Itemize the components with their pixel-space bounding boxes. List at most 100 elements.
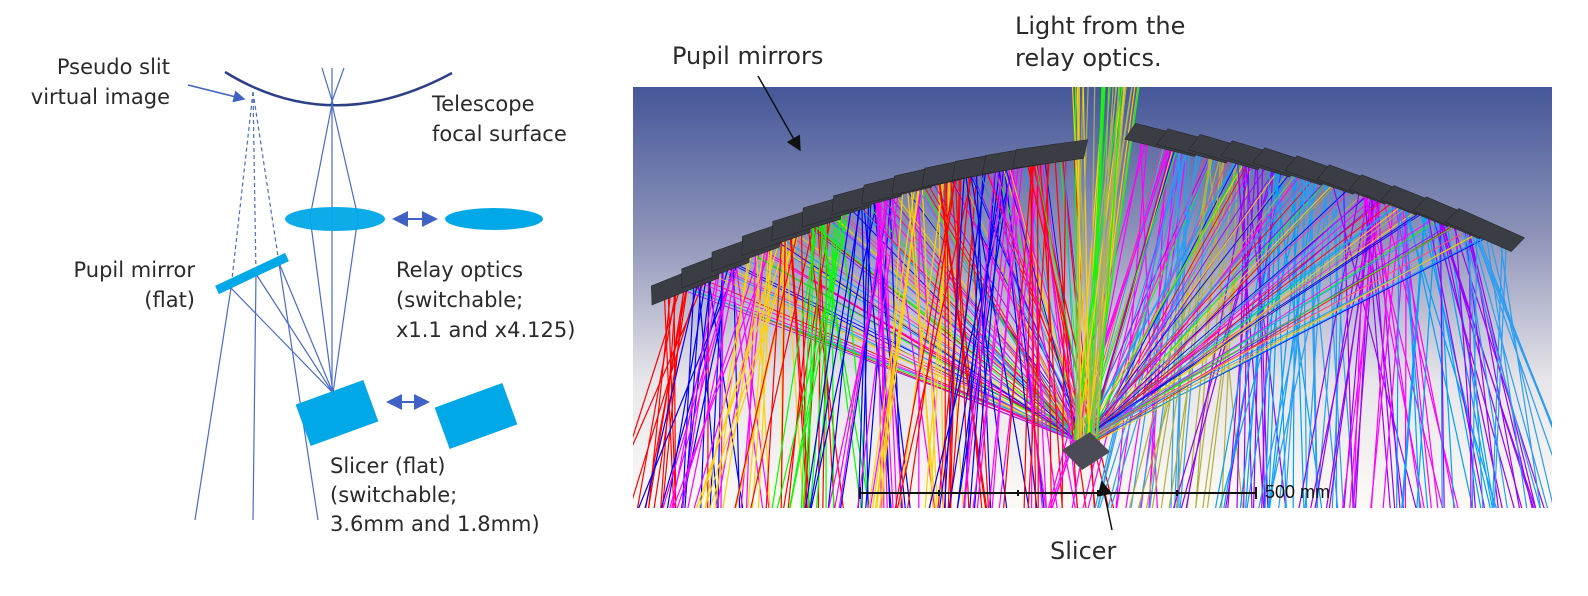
ray bbox=[662, 249, 740, 508]
ray bbox=[747, 234, 771, 508]
ray bbox=[1077, 174, 1332, 443]
ray bbox=[1305, 174, 1339, 508]
ray bbox=[878, 177, 921, 508]
ray bbox=[1079, 151, 1243, 443]
ray bbox=[648, 281, 673, 508]
ray bbox=[1269, 166, 1318, 508]
ray bbox=[722, 234, 767, 508]
ray bbox=[1095, 229, 1484, 443]
ray bbox=[644, 265, 703, 508]
ray bbox=[858, 195, 1084, 443]
ray bbox=[802, 207, 825, 508]
ray bbox=[1454, 217, 1476, 508]
ray bbox=[1332, 184, 1417, 508]
pupil-mirror-element bbox=[1012, 139, 1088, 169]
ray bbox=[1236, 158, 1265, 508]
ray bbox=[633, 281, 700, 500]
ray-bundle bbox=[633, 87, 1552, 508]
ray bbox=[923, 177, 1079, 443]
ray bbox=[1078, 229, 1470, 443]
ray bbox=[905, 177, 936, 508]
label-slicer-flat: Slicer (flat)(switchable;3.6mm and 1.8mm… bbox=[330, 454, 540, 536]
ray bbox=[671, 249, 723, 508]
ray bbox=[1310, 174, 1319, 508]
ray bbox=[1466, 217, 1521, 508]
ray bbox=[1497, 229, 1542, 508]
ray bbox=[963, 158, 1005, 508]
ray bbox=[874, 177, 921, 508]
ray bbox=[1186, 152, 1226, 508]
ray bbox=[1084, 205, 1397, 443]
pupil-mirrors-arrow bbox=[757, 75, 801, 152]
slicer-arrow bbox=[1097, 480, 1113, 531]
ray bbox=[633, 281, 683, 439]
ray bbox=[907, 170, 958, 508]
ray bbox=[1484, 229, 1528, 508]
ray bbox=[1080, 184, 1358, 443]
ray bbox=[1079, 194, 1403, 443]
telescope-focal-surface bbox=[224, 70, 453, 107]
ray bbox=[1432, 217, 1515, 508]
ray bbox=[1363, 184, 1391, 508]
ray bbox=[1354, 184, 1374, 508]
ray bbox=[676, 249, 762, 508]
incoming-ray bbox=[1088, 87, 1096, 441]
ray bbox=[928, 164, 1014, 508]
ray bbox=[1258, 174, 1332, 508]
ray bbox=[988, 158, 1024, 508]
ray bbox=[1325, 184, 1378, 508]
ray bbox=[1473, 229, 1552, 457]
ray bbox=[991, 158, 1019, 508]
ray bbox=[787, 220, 818, 508]
ray bbox=[1314, 184, 1371, 508]
ray bbox=[1027, 153, 1051, 508]
ray bbox=[698, 234, 782, 508]
ray bbox=[1436, 206, 1455, 508]
ray bbox=[789, 207, 845, 508]
ray bbox=[776, 207, 850, 508]
ray bbox=[1092, 158, 1252, 443]
ray bbox=[972, 158, 1020, 508]
ray bbox=[898, 177, 945, 508]
ray bbox=[1219, 166, 1313, 508]
ray bbox=[968, 164, 1085, 443]
ray bbox=[636, 281, 679, 508]
ray bbox=[1151, 152, 1212, 508]
ray bbox=[1439, 217, 1445, 508]
ray bbox=[696, 234, 790, 508]
slicer-alternate bbox=[434, 383, 518, 449]
label-pupil-mirror: Pupil mirror(flat) bbox=[73, 258, 196, 312]
ray bbox=[1470, 229, 1549, 508]
label-pupil-mirrors: Pupil mirrors bbox=[672, 42, 824, 70]
ray bbox=[698, 281, 1080, 443]
ray bbox=[807, 207, 815, 508]
ray bbox=[820, 207, 862, 508]
incoming-ray bbox=[1077, 87, 1111, 441]
ray bbox=[1089, 229, 1499, 443]
incoming-ray bbox=[1095, 87, 1121, 441]
ray bbox=[1402, 206, 1427, 508]
ray bbox=[745, 249, 757, 508]
ray bbox=[936, 170, 987, 508]
ray bbox=[1160, 152, 1213, 508]
ray bbox=[809, 195, 863, 508]
ray bbox=[1092, 151, 1233, 443]
ray bbox=[768, 234, 1082, 443]
ray bbox=[805, 195, 854, 508]
ray bbox=[1493, 229, 1508, 508]
ray bbox=[1046, 153, 1052, 508]
ray bbox=[1096, 145, 1182, 508]
ray bbox=[1439, 217, 1535, 508]
ray bbox=[1087, 145, 1173, 443]
optical-layout-schematic bbox=[187, 67, 543, 521]
ray bbox=[1243, 158, 1250, 508]
ray bbox=[1006, 158, 1085, 443]
ray bbox=[809, 207, 839, 508]
scale-bar-label: 500 mm bbox=[1265, 482, 1331, 502]
ray bbox=[735, 234, 799, 508]
ray bbox=[704, 234, 756, 508]
ray bbox=[1352, 184, 1380, 508]
